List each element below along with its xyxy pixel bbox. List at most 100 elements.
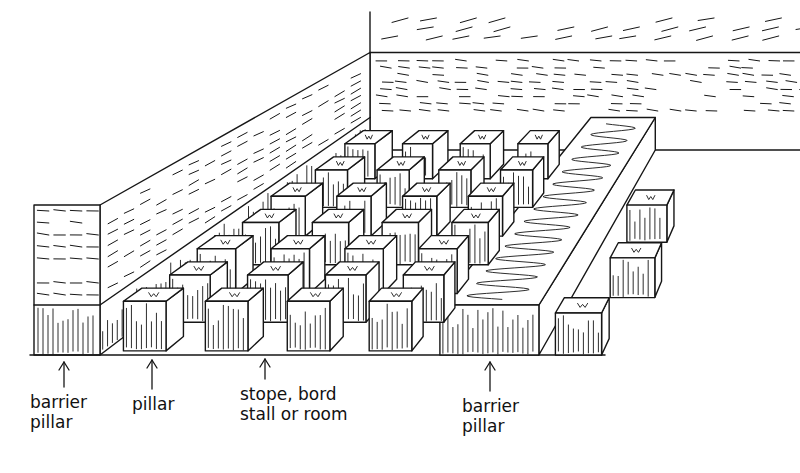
hatch-stroke [659,218,660,238]
strata-dash [498,81,509,83]
pillar-top-face [439,157,484,170]
hatch-stroke [392,312,393,349]
left-barrier-front [34,205,100,355]
strata-dash [627,88,638,89]
hatch-stroke [633,272,634,294]
strata-dash [54,293,66,295]
strata-dash [730,66,741,68]
hatch-stroke [527,320,528,353]
label-box: stope, bord stall or room [240,384,366,425]
hatch-stroke [340,242,341,262]
strata-dash [335,106,344,112]
hatch-stroke [507,327,508,352]
hatch-stroke [639,210,640,239]
strata-dash [529,81,540,83]
pillar-top-face [501,157,544,170]
hatch-stroke [583,333,584,354]
pillar-mark [194,266,203,270]
hatch-stroke [456,173,457,207]
hatch-stroke [377,322,378,348]
hatch-stroke [230,270,231,290]
strata-dash [392,18,408,22]
hatch-stroke [588,321,589,353]
hatch-stroke [233,309,234,349]
strata-dash [124,272,133,277]
hatch-stroke [270,288,271,321]
strata-dash [173,209,182,214]
strata-dash [762,75,773,76]
strata-dash [670,109,681,111]
strata-dash [555,103,566,104]
strata-dash [141,251,150,256]
strata-dash [453,36,469,39]
strata-dash [477,73,488,75]
strata-dash [744,110,755,112]
pillar-mark [271,266,280,270]
hatch-stroke [466,179,467,205]
hatch-stroke [348,278,349,318]
strata-dash [286,162,295,168]
strata-dash [37,258,49,259]
pillar-mark [535,135,542,139]
hatch-stroke [593,321,594,353]
strata-dash [54,282,66,283]
hatch-stroke [320,315,321,349]
strata-dash [37,222,49,224]
strata-dash [590,81,601,83]
strata-dash [496,60,507,62]
pillar-mark [149,293,159,297]
strata-dash [433,67,444,68]
strata-dash [351,96,360,101]
hatch-stroke [372,318,373,349]
strata-dash [398,73,409,75]
strata-dash [592,27,608,31]
strata-dash [70,234,82,235]
hatch-stroke [367,151,368,176]
strata-dash [270,130,279,135]
strata-dash [381,88,392,90]
hatch-stroke [364,201,365,232]
strata-dash [108,219,117,224]
strata-dash [517,67,528,68]
hatch-stroke [305,312,306,349]
strata-dash [205,217,214,223]
hatch-stroke [93,316,94,354]
strata-dash [706,110,717,111]
strata-dash [627,81,638,83]
strata-dash [335,128,344,133]
strata-dash [351,88,360,94]
hatch-stroke [48,315,49,353]
strata-dash [335,98,344,103]
strata-dash [556,36,572,39]
strata-dash [438,110,449,111]
strata-dash [141,261,150,267]
strata-dash [533,109,544,111]
strata-dash [512,96,523,97]
strata-dash [691,81,702,83]
hatch-stroke [218,321,219,348]
pillar-mark [294,240,303,244]
pillar-top-face [243,209,296,222]
hatch-stroke [136,322,137,349]
strata-dash [762,27,778,31]
pillar-mark [365,135,372,139]
hatch-stroke [53,309,54,354]
hatch-stroke [73,311,74,352]
strata-dash [574,89,585,90]
hatch-stroke [265,280,266,320]
hatch-stroke [328,173,329,206]
pillar-block [555,298,609,355]
strata-dash [478,81,489,83]
strata-dash [399,67,410,69]
strata-dash [70,221,82,223]
strata-dash [108,229,117,234]
hatch-stroke [457,325,458,354]
strata-dash [124,251,133,257]
hatch-stroke [558,319,559,351]
hatch-stroke [492,309,493,352]
strata-dash [351,103,360,109]
strata-dash [222,142,231,146]
strata-dash [395,81,406,82]
strata-dash [70,210,82,212]
hatch-stroke [484,232,485,261]
